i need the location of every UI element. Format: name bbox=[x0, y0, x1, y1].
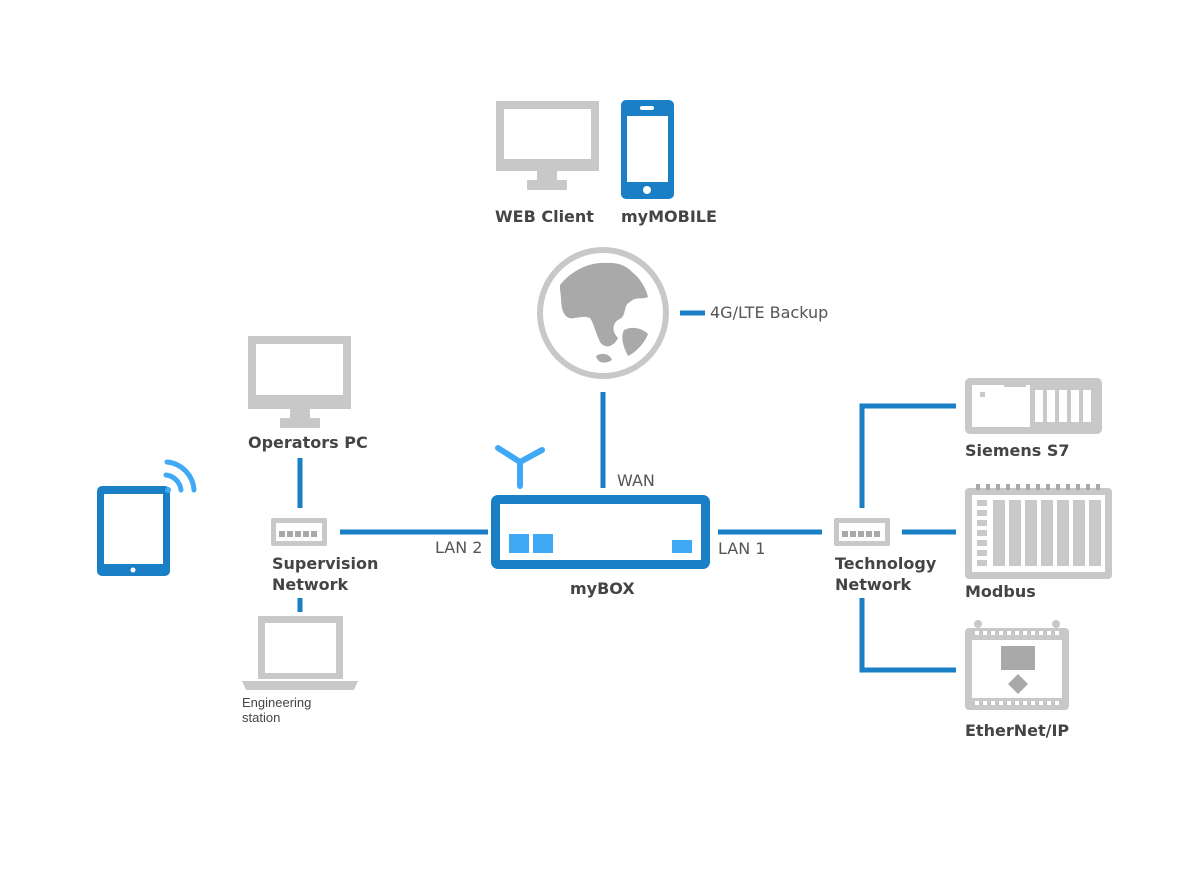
supervision-network-label-1: Supervision bbox=[272, 554, 378, 573]
smartphone-icon bbox=[621, 100, 674, 199]
lan1-label: LAN 1 bbox=[718, 539, 765, 558]
lan2-label: LAN 2 bbox=[435, 538, 482, 557]
technology-network-label-1: Technology bbox=[835, 554, 937, 573]
engineering-station-label-1: Engineering bbox=[242, 695, 311, 710]
io-module-icon bbox=[965, 620, 1069, 710]
web-client-label: WEB Client bbox=[495, 207, 594, 226]
technology-network-label-2: Network bbox=[835, 575, 912, 594]
plc-rack-icon bbox=[965, 484, 1112, 579]
technology-switch-icon bbox=[834, 518, 890, 546]
wifi-icon bbox=[163, 459, 197, 493]
siemens-s7-label: Siemens S7 bbox=[965, 441, 1070, 460]
tablet-icon bbox=[97, 486, 170, 576]
modbus-label: Modbus bbox=[965, 582, 1036, 601]
laptop-icon bbox=[242, 616, 358, 690]
globe-icon bbox=[537, 247, 669, 379]
operators-pc-label: Operators PC bbox=[248, 433, 368, 452]
mybox-label: myBOX bbox=[570, 579, 635, 598]
antenna-icon bbox=[495, 445, 545, 489]
mymobile-label: myMOBILE bbox=[621, 207, 717, 226]
ethernet-ip-link bbox=[859, 598, 956, 673]
supervision-network-label-2: Network bbox=[272, 575, 349, 594]
supervision-switch-icon bbox=[271, 518, 327, 546]
wan-label: WAN bbox=[617, 471, 655, 490]
siemens-plc-icon bbox=[965, 378, 1102, 434]
backup-label: 4G/LTE Backup bbox=[710, 303, 828, 322]
ethernet-ip-label: EtherNet/IP bbox=[965, 721, 1069, 740]
siemens-link bbox=[859, 403, 956, 508]
connections bbox=[297, 310, 956, 673]
engineering-station-label-2: station bbox=[242, 710, 280, 725]
web-client-monitor-icon bbox=[496, 101, 599, 190]
router-icon bbox=[491, 445, 710, 569]
operators-pc-monitor-icon bbox=[248, 336, 351, 428]
